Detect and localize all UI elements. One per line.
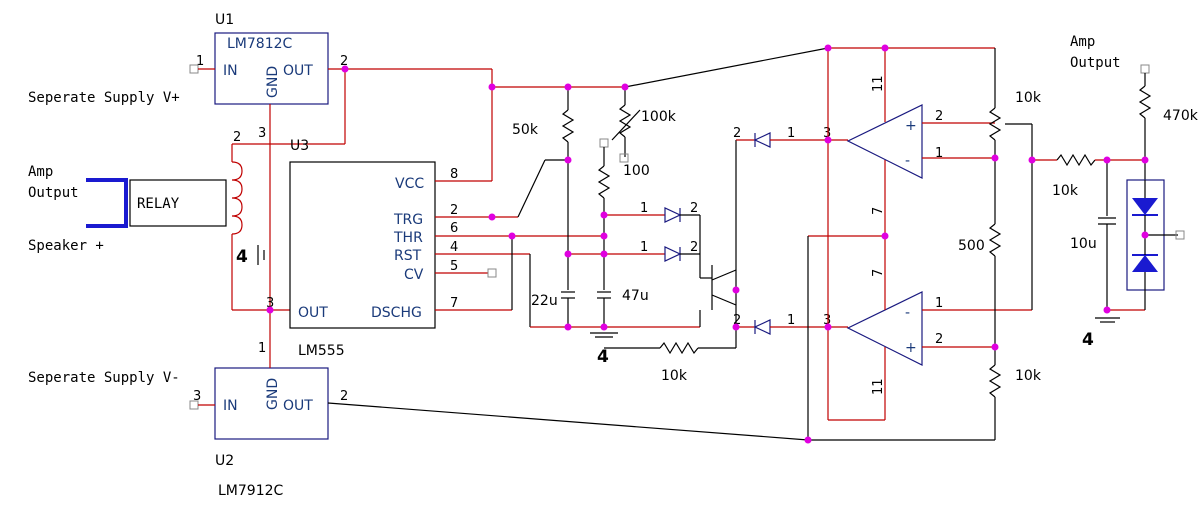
u3-pin-cv: 5 [450, 259, 458, 274]
op1-pos: 2 [935, 109, 943, 124]
u3-timer: VCC TRG THR RST CV OUT DSCHG LM555 8 2 6… [289, 161, 458, 359]
pot-100k-label: 100k [641, 109, 677, 125]
u2-regulator: U2 LM7912C IN OUT GND 3 2 1 [193, 341, 348, 499]
svg-text:+: + [905, 340, 917, 356]
opamp-2: - + 3 1 2 7 11 [823, 269, 943, 395]
u1-gnd-label: GND [265, 66, 281, 98]
relay-pin-coil: 2 [233, 130, 241, 145]
amp-output-right-2: Output [1070, 55, 1121, 71]
op2-pos: 2 [935, 332, 943, 347]
op1-out: 3 [823, 126, 831, 141]
u1-ref: U1 [215, 12, 234, 28]
relay-label: RELAY [137, 196, 180, 212]
r-50k-label: 50k [512, 122, 539, 138]
u3-pin-thr: 6 [450, 221, 458, 236]
op2-out: 3 [823, 313, 831, 328]
d4-k: 2 [733, 313, 741, 328]
svg-text:-: - [905, 153, 910, 169]
svg-text:-: - [905, 305, 910, 321]
d3-k: 2 [733, 126, 741, 141]
u2-pin-gnd: 1 [258, 341, 266, 356]
u2-out-label: OUT [283, 398, 313, 414]
r-10k-top-label: 10k [1015, 90, 1042, 106]
ground-label-2: 4 [597, 347, 609, 367]
u3-dschg: DSCHG [371, 305, 422, 321]
u1-pin-gnd: 3 [258, 126, 266, 141]
amp-output-left-2: Output [28, 185, 79, 201]
relay: Amp Output Speaker + RELAY 2 3 U3 [28, 69, 346, 311]
d4-a: 1 [787, 313, 795, 328]
u2-pin-out: 2 [340, 389, 348, 404]
op1-vp: 11 [871, 75, 886, 92]
u2-gnd-label: GND [265, 378, 281, 410]
d3-a: 1 [787, 126, 795, 141]
junction-dots [266, 44, 1149, 444]
supply-pos-label: Seperate Supply V+ [28, 90, 180, 106]
r-500-label: 500 [958, 238, 985, 254]
u3-pin-dschg: 7 [450, 296, 458, 311]
u1-pin-out: 2 [340, 54, 348, 69]
u3-thr: THR [393, 230, 423, 246]
op1-neg: 1 [935, 146, 943, 161]
op1-vn: 7 [871, 207, 886, 215]
u1-regulator: U1 LM7812C IN OUT GND 1 2 3 [196, 12, 348, 141]
u3-pin-trg: 2 [450, 203, 458, 218]
u3-pin-vcc: 8 [450, 167, 458, 182]
svg-text:+: + [905, 118, 917, 134]
relay-pin-out: 3 [266, 296, 274, 311]
r-10k-lower-label: 10k [1015, 368, 1042, 384]
u2-ref: U2 [215, 453, 234, 469]
u3-rst: RST [394, 248, 422, 264]
r-100-label: 100 [623, 163, 650, 179]
d2-k: 2 [690, 240, 698, 255]
u3-part: LM555 [298, 343, 345, 359]
u2-part: LM7912C [218, 483, 284, 499]
op2-vp: 7 [871, 269, 886, 277]
u3-vcc: VCC [395, 176, 424, 192]
d1-a: 1 [640, 201, 648, 216]
u3-ref: U3 [290, 138, 309, 154]
u3-out: OUT [298, 305, 328, 321]
u1-out-label: OUT [283, 63, 313, 79]
u3-pin-rst: 4 [450, 240, 458, 255]
u3-cv: CV [404, 267, 424, 283]
d2-a: 1 [640, 240, 648, 255]
c-47u-label: 47u [622, 288, 649, 304]
c-10u-label: 10u [1070, 236, 1097, 252]
r-10k-bottom-label: 10k [661, 368, 688, 384]
amp-output-left-1: Amp [28, 164, 53, 180]
r-10k-series-label: 10k [1052, 183, 1079, 199]
u2-in-label: IN [223, 398, 238, 414]
speaker-pos-label: Speaker + [28, 238, 104, 254]
d1-k: 2 [690, 201, 698, 216]
u1-pin-in: 1 [196, 54, 204, 69]
u1-part: LM7812C [227, 36, 293, 52]
u2-pin-in: 3 [193, 389, 201, 404]
ground-label-3: 4 [1082, 330, 1094, 350]
u3-trg: TRG [393, 212, 423, 228]
c-22u-label: 22u [531, 293, 558, 309]
op2-neg: 1 [935, 296, 943, 311]
amp-output-right-1: Amp [1070, 34, 1095, 50]
supply-neg-label: Seperate Supply V- [28, 370, 180, 386]
opamp-1: + - 3 2 1 11 7 [823, 75, 943, 215]
u1-in-label: IN [223, 63, 238, 79]
op2-vn: 11 [871, 378, 886, 395]
ground-label-1: 4 [236, 247, 248, 267]
r-470k-label: 470k [1163, 108, 1199, 124]
